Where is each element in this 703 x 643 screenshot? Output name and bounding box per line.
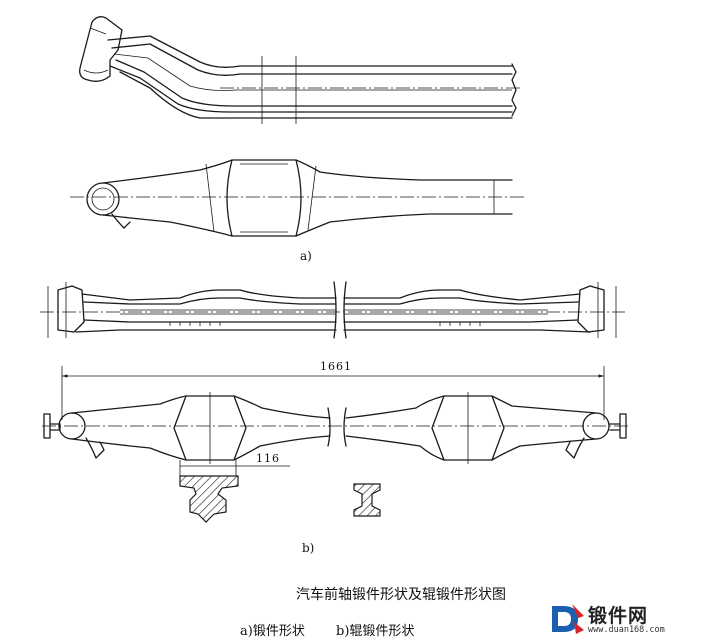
logo-url: www.duan168.com	[588, 625, 665, 635]
roll-forging-side-view	[40, 281, 625, 339]
site-logo: 锻件网 www.duan168.com	[548, 600, 698, 640]
label-a: a)	[300, 249, 312, 263]
label-b: b)	[302, 541, 315, 555]
dimension-116-label: 116	[256, 452, 280, 465]
roll-forging-plan-view	[42, 392, 628, 464]
dimension-1661-label: 1661	[320, 360, 352, 373]
logo-mark-icon	[552, 604, 584, 634]
section-small-i	[353, 483, 381, 517]
forging-side-view	[79, 16, 520, 124]
subcaption-b: b)辊锻件形状	[336, 624, 415, 639]
section-large-i	[179, 475, 239, 523]
logo-text: 锻件网	[588, 605, 649, 627]
subcaption-a: a)锻件形状	[240, 624, 305, 639]
figure-caption: 汽车前轴锻件形状及辊锻件形状图	[296, 587, 506, 603]
dimension-section-width	[179, 460, 290, 476]
forging-plan-view	[70, 159, 525, 237]
dimension-overall-length	[61, 366, 605, 420]
